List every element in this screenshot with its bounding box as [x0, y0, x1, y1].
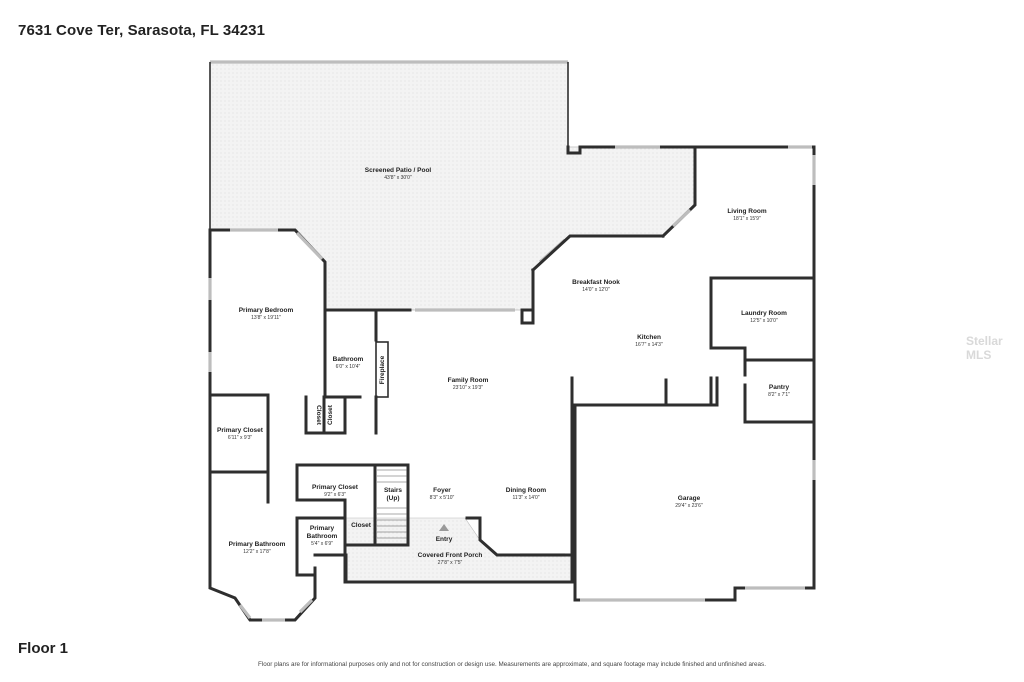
room-primary-bathroom-small-name-2: Bathroom: [307, 533, 338, 540]
room-foyer-name: Foyer: [433, 487, 451, 494]
room-primary-bedroom-name: Primary Bedroom: [239, 307, 294, 314]
room-living-dims: 18'1" x 15'9": [733, 216, 761, 222]
interior-walls: [208, 234, 816, 584]
room-porch-dims: 27'8" x 7'5": [438, 560, 463, 566]
room-primary-closet-1-dims: 6'11" x 9'3": [228, 435, 252, 441]
room-stairs-up: (Up): [387, 495, 400, 502]
room-primary-bathroom-small-name-1: Primary: [310, 525, 335, 532]
room-primary-closet-2-dims: 9'2" x 6'3": [324, 492, 346, 498]
room-dining-name: Dining Room: [506, 487, 547, 494]
room-kitchen-name: Kitchen: [637, 334, 661, 341]
room-primary-closet-2-name: Primary Closet: [312, 484, 359, 491]
room-bathroom-name: Bathroom: [333, 356, 364, 363]
room-porch-name: Covered Front Porch: [418, 552, 483, 559]
room-foyer-dims: 8'3" x 5'10": [430, 495, 455, 501]
room-pantry-name: Pantry: [769, 384, 790, 391]
porch-area: [345, 517, 573, 583]
room-closet-b-name: Closet: [327, 404, 334, 425]
room-primary-bathroom-dims: 12'2" x 17'8": [243, 549, 271, 555]
disclaimer: Floor plans are for informational purpos…: [258, 661, 766, 668]
room-kitchen-dims: 16'7" x 14'3": [635, 342, 663, 348]
exterior-walls: [208, 145, 816, 622]
room-bathroom-dims: 6'0" x 10'4": [336, 364, 361, 370]
room-labels: Screened Patio / Pool 43'8" x 30'0" Livi…: [217, 167, 790, 566]
room-primary-bathroom-small-dims: 5'4" x 6'9": [311, 541, 333, 547]
room-family-name: Family Room: [448, 377, 489, 384]
room-closet-a-name: Closet: [315, 405, 322, 426]
room-entry-name: Entry: [436, 536, 453, 543]
patio-screen: [209, 60, 569, 230]
room-garage-dims: 29'4" x 23'6": [675, 503, 703, 509]
room-dining-dims: 11'3" x 14'0": [512, 495, 539, 501]
room-closet-c-name: Closet: [351, 522, 372, 529]
patio-area: [209, 61, 696, 311]
room-fireplace-name: Fireplace: [379, 355, 386, 384]
floor-label: Floor 1: [18, 640, 69, 657]
room-laundry-name: Laundry Room: [741, 310, 787, 317]
room-laundry-dims: 12'5" x 10'0": [750, 318, 778, 324]
room-patio-name: Screened Patio / Pool: [365, 167, 432, 174]
room-family-dims: 23'10" x 19'3": [453, 385, 483, 391]
room-primary-closet-1-name: Primary Closet: [217, 427, 264, 434]
room-patio-dims: 43'8" x 30'0": [384, 175, 412, 181]
room-garage-name: Garage: [678, 495, 701, 502]
room-pantry-dims: 8'2" x 7'1": [768, 392, 790, 398]
page-title: 7631 Cove Ter, Sarasota, FL 34231: [18, 22, 266, 39]
room-nook-dims: 14'0" x 12'0": [582, 287, 610, 293]
room-living-name: Living Room: [727, 208, 767, 215]
entry-arrow-icon: [439, 524, 449, 531]
room-primary-bedroom-dims: 13'8" x 19'11": [251, 315, 281, 321]
stairs-steps: [377, 469, 407, 539]
watermark: Stellar MLS: [966, 334, 1003, 362]
room-stairs-name: Stairs: [384, 487, 402, 494]
room-primary-bathroom-name: Primary Bathroom: [229, 541, 286, 548]
room-nook-name: Breakfast Nook: [572, 279, 620, 286]
